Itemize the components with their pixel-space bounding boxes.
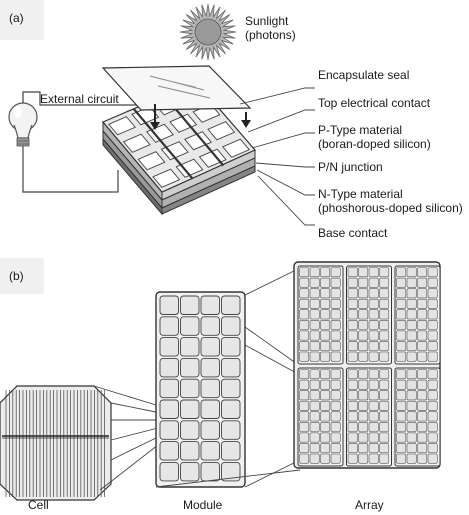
layer-label-encapsulate-text: Encapsulate seal xyxy=(318,68,410,82)
solar-cell-block xyxy=(102,81,256,216)
layer-label-top-contact-text: Top electrical contact xyxy=(318,96,431,110)
layer-label-base-contact-text: Base contact xyxy=(318,226,388,240)
layer-label-n-type: N-Type material (phoshorous-doped silico… xyxy=(318,187,463,215)
sun-icon xyxy=(179,3,237,61)
layer-label-base-contact: Base contact xyxy=(318,226,387,240)
layer-label-p-type-line2: (boran-doped silicon) xyxy=(318,137,431,151)
encapsulate-glass xyxy=(101,65,252,111)
layer-label-n-type-line1: N-Type material xyxy=(318,187,403,201)
layer-label-p-type-line1: P-Type material xyxy=(318,123,403,137)
light-bulb-icon xyxy=(8,102,38,147)
external-circuit-label: External circuit xyxy=(40,92,119,106)
panel-a-tag: (a) xyxy=(6,10,27,26)
solar-cell xyxy=(0,385,112,501)
press-arrows xyxy=(150,104,251,130)
solar-array xyxy=(293,261,441,469)
layer-label-pn-junction-text: P/N junction xyxy=(318,160,383,174)
sunlight-label-line2: (photons) xyxy=(245,28,296,42)
caption-array: Array xyxy=(355,498,384,512)
layer-label-pn-junction: P/N junction xyxy=(318,160,383,174)
layer-label-n-type-line2: (phoshorous-doped silicon) xyxy=(318,201,463,215)
cell-to-module-lines xyxy=(93,385,159,491)
layer-label-top-contact: Top electrical contact xyxy=(318,96,430,110)
layer-label-p-type: P-Type material (boran-doped silicon) xyxy=(318,123,431,151)
leader-lines xyxy=(239,87,315,226)
caption-module: Module xyxy=(183,498,223,512)
sunlight-label: Sunlight (photons) xyxy=(245,14,296,42)
layer-label-encapsulate: Encapsulate seal xyxy=(318,68,409,82)
caption-cell: Cell xyxy=(28,498,49,512)
panel-b-tag: (b) xyxy=(6,268,27,284)
solar-module xyxy=(155,291,246,488)
sunlight-label-line1: Sunlight xyxy=(245,14,289,28)
module-to-array-lines xyxy=(155,267,301,488)
